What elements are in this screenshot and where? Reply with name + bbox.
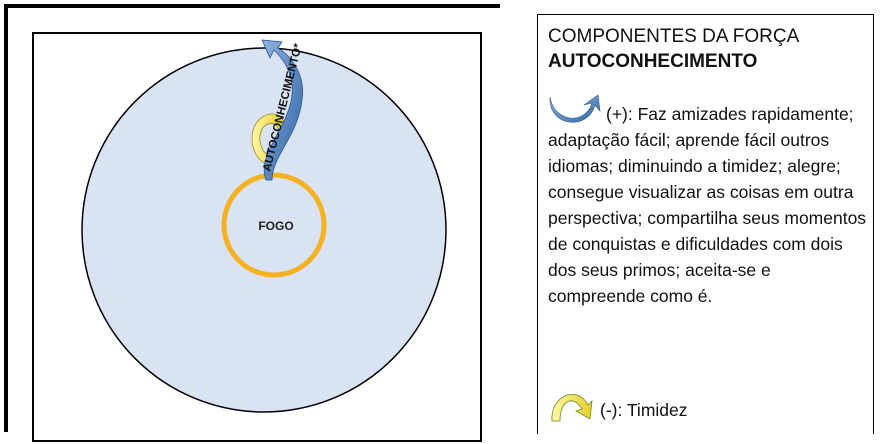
- outer-circle: [81, 47, 447, 413]
- legend-title-bold: AUTOCONHECIMENTO: [548, 51, 758, 72]
- blue-u-arrow-icon: [549, 94, 601, 123]
- force-diagram: FOGO AUTOCONHECIMENTO*: [81, 39, 447, 413]
- fogo-ring: [221, 172, 327, 278]
- legend-title: COMPONENTES DA FORÇA: [548, 26, 800, 47]
- legend-panel: COMPONENTES DA FORÇA AUTOCONHECIMENTO (+…: [537, 14, 874, 434]
- blue-curve-arrow: [261, 39, 303, 181]
- diagram-frame: FOGO AUTOCONHECIMENTO*: [32, 32, 482, 442]
- legend-negative-text: (-): Timidez: [600, 400, 688, 420]
- diagram-panel: FOGO AUTOCONHECIMENTO*: [4, 4, 500, 442]
- fogo-label: FOGO: [258, 219, 293, 233]
- legend-positive-text: (+): Faz amizades rapidamente; adaptação…: [548, 104, 867, 306]
- yellow-arch-arrow-icon: [551, 394, 593, 422]
